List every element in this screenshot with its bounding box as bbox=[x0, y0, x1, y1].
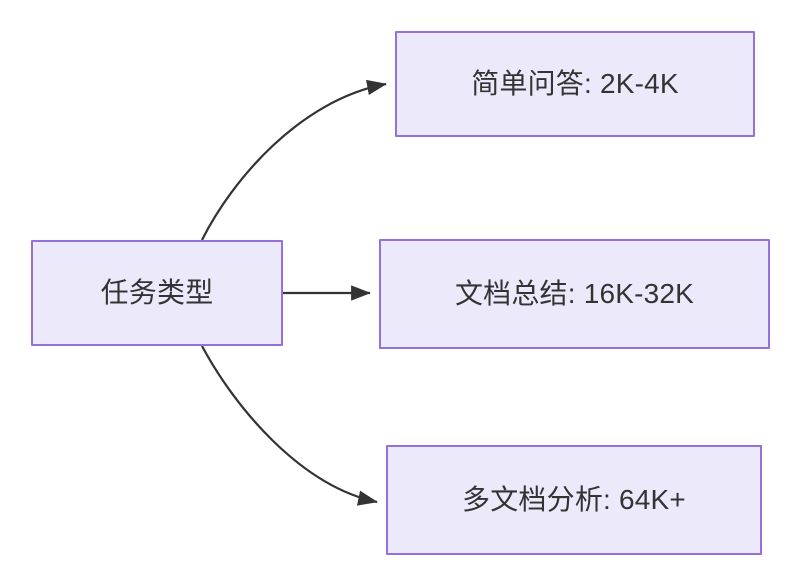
node-doc-summary-label: 文档总结: 16K-32K bbox=[454, 278, 695, 310]
node-task-type-label: 任务类型 bbox=[100, 277, 214, 309]
node-task-type[interactable]: 任务类型 bbox=[31, 240, 283, 346]
node-multi-doc-analysis-label: 多文档分析: 64K+ bbox=[462, 484, 686, 516]
node-simple-qa-label: 简单问答: 2K-4K bbox=[471, 68, 679, 100]
node-simple-qa[interactable]: 简单问答: 2K-4K bbox=[395, 31, 755, 137]
node-multi-doc-analysis[interactable]: 多文档分析: 64K+ bbox=[386, 445, 762, 555]
edge-task-type-to-multi-doc-analysis bbox=[201, 345, 378, 506]
node-doc-summary[interactable]: 文档总结: 16K-32K bbox=[379, 239, 770, 349]
edge-task-type-to-simple-qa bbox=[201, 79, 387, 241]
